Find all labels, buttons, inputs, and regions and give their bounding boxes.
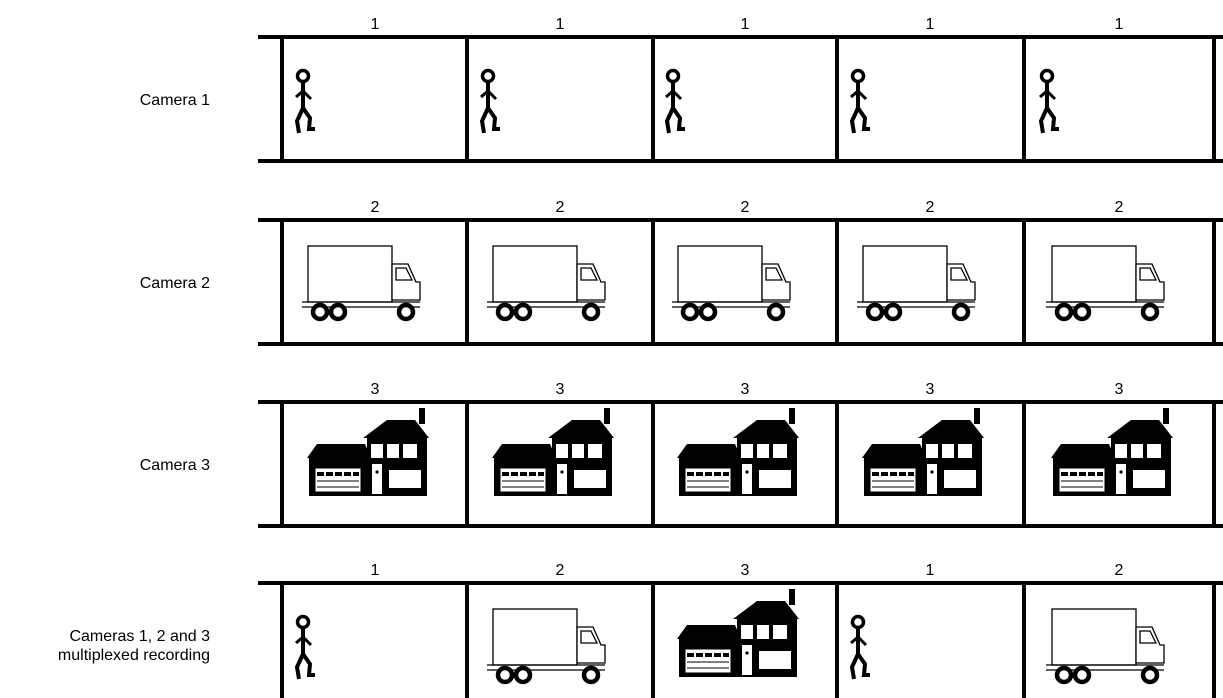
frame-number: 1 xyxy=(926,16,935,33)
truck-icon xyxy=(672,246,790,319)
walking-person-icon xyxy=(851,617,870,680)
house-icon xyxy=(862,408,984,496)
house-icon xyxy=(677,408,799,496)
truck-icon xyxy=(487,246,605,319)
frame-number: 3 xyxy=(371,381,380,398)
frame-number: 3 xyxy=(556,381,565,398)
frame-number: 2 xyxy=(1115,199,1124,216)
frame-number: 1 xyxy=(371,562,380,579)
frame-number: 3 xyxy=(741,562,750,579)
walking-person-icon xyxy=(296,617,315,680)
truck-icon xyxy=(302,246,420,319)
walking-person-icon xyxy=(666,71,685,134)
house-icon xyxy=(1051,408,1173,496)
film-strip: 2 2 2 2 2 xyxy=(258,199,1223,344)
frame-number: 3 xyxy=(741,381,750,398)
frame-number: 3 xyxy=(926,381,935,398)
frame-number: 1 xyxy=(926,562,935,579)
frame-number: 1 xyxy=(371,16,380,33)
truck-icon xyxy=(487,609,605,682)
film-strip: 1 2 3 1 2 xyxy=(258,562,1223,698)
frame-number: 3 xyxy=(1115,381,1124,398)
frame-number: 2 xyxy=(556,199,565,216)
frame-number: 2 xyxy=(741,199,750,216)
frame-number: 2 xyxy=(371,199,380,216)
walking-person-icon xyxy=(481,71,500,134)
house-icon xyxy=(677,589,799,677)
frame-number: 1 xyxy=(556,16,565,33)
film-strip: 3 3 3 3 3 xyxy=(258,381,1223,526)
walking-person-icon xyxy=(851,71,870,134)
truck-icon xyxy=(1046,609,1164,682)
truck-icon xyxy=(1046,246,1164,319)
film-strip: 1 1 1 1 1 xyxy=(258,16,1223,161)
frame-number: 1 xyxy=(741,16,750,33)
frame-number: 2 xyxy=(556,562,565,579)
walking-person-icon xyxy=(296,71,315,134)
house-icon xyxy=(492,408,614,496)
frame-number: 2 xyxy=(1115,562,1124,579)
house-icon xyxy=(307,408,429,496)
frame-number: 1 xyxy=(1115,16,1124,33)
frame-number: 2 xyxy=(926,199,935,216)
walking-person-icon xyxy=(1040,71,1059,134)
truck-icon xyxy=(857,246,975,319)
